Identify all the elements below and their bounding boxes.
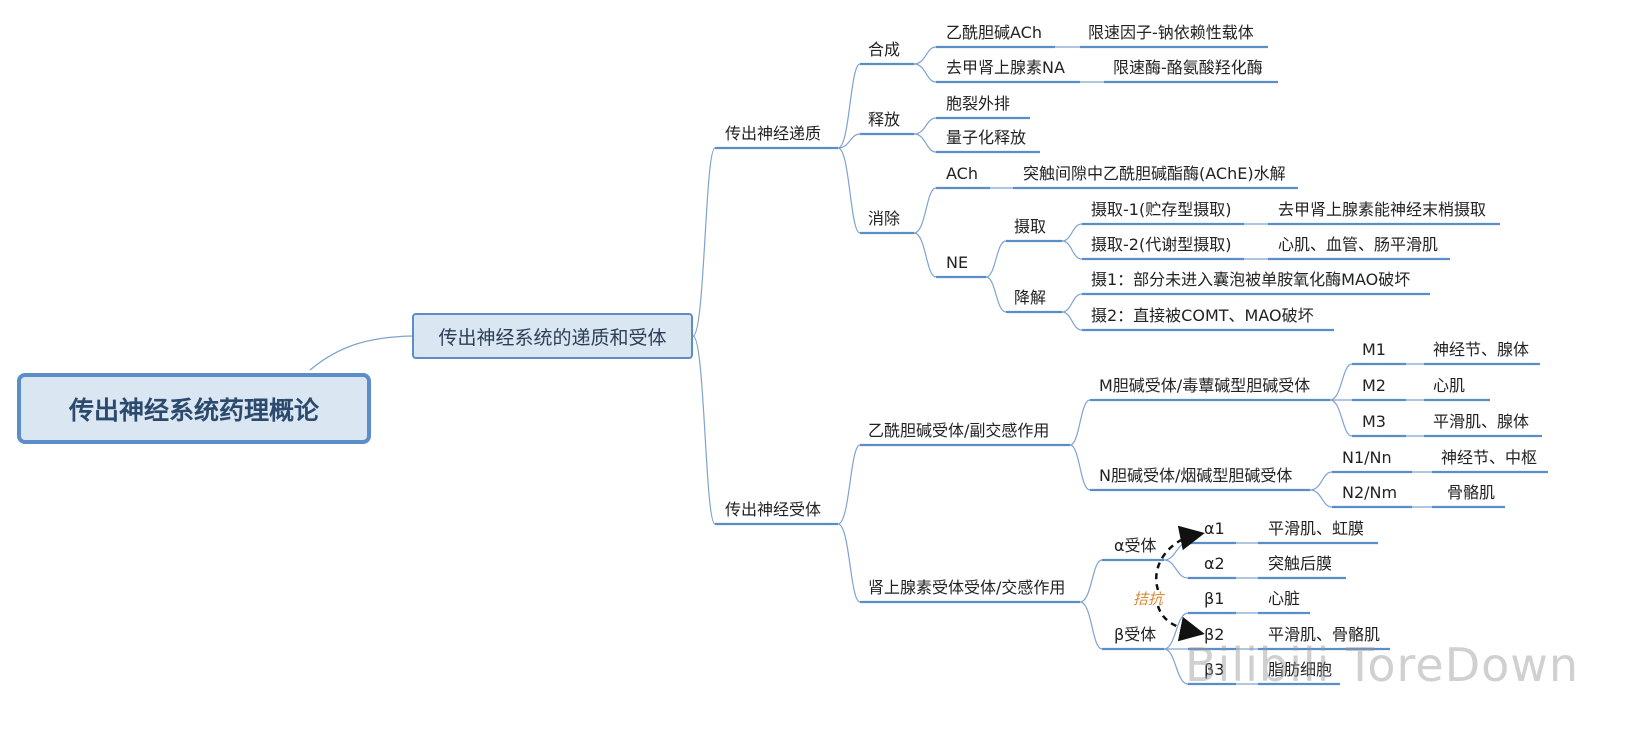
- node-uptake[interactable]: 摄取: [1014, 217, 1047, 236]
- antagonism-label: 拮抗: [1133, 590, 1164, 608]
- node-alpha1-desc[interactable]: 平滑肌、虹膜: [1268, 519, 1365, 538]
- node-degrade[interactable]: 降解: [1014, 288, 1047, 307]
- node-ach-receptor[interactable]: 乙酰胆碱受体/副交感作用: [868, 421, 1050, 440]
- node-ne[interactable]: NE: [946, 253, 969, 272]
- node-m3-desc[interactable]: 平滑肌、腺体: [1433, 412, 1530, 431]
- node-uptake-1-desc[interactable]: 去甲肾上腺素能神经末梢摄取: [1278, 200, 1487, 219]
- node-m2-desc[interactable]: 心肌: [1433, 376, 1466, 395]
- node-n2-desc[interactable]: 骨骼肌: [1447, 483, 1496, 502]
- node-ach-synthesis[interactable]: 乙酰胆碱ACh: [946, 23, 1042, 42]
- node-alpha1[interactable]: α1: [1204, 519, 1225, 538]
- node-alpha2-desc[interactable]: 突触后膜: [1268, 554, 1333, 573]
- node-m2[interactable]: M2: [1362, 376, 1386, 395]
- node-degrade-2[interactable]: 摄2：直接被COMT、MAO破坏: [1091, 306, 1314, 325]
- node-n-receptor[interactable]: N胆碱受体/烟碱型胆碱受体: [1099, 466, 1293, 485]
- root-topic-label: 传出神经系统药理概论: [68, 395, 319, 425]
- node-exocytosis[interactable]: 胞裂外排: [946, 94, 1011, 113]
- node-n2[interactable]: N2/Nm: [1342, 483, 1398, 502]
- node-ach-rate-factor[interactable]: 限速因子-钠依赖性载体: [1088, 23, 1254, 42]
- node-beta1[interactable]: β1: [1204, 589, 1225, 608]
- root-topic[interactable]: 传出神经系统药理概论: [17, 373, 371, 444]
- node-n1[interactable]: N1/Nn: [1342, 448, 1392, 467]
- node-m3[interactable]: M3: [1362, 412, 1386, 431]
- node-m1[interactable]: M1: [1362, 340, 1386, 359]
- node-release[interactable]: 释放: [868, 110, 901, 129]
- node-uptake-2-desc[interactable]: 心肌、血管、肠平滑肌: [1278, 235, 1439, 254]
- main-topic-label: 传出神经系统的递质和受体: [438, 326, 667, 349]
- main-topic[interactable]: 传出神经系统的递质和受体: [412, 313, 693, 359]
- node-alpha-receptor[interactable]: α受体: [1114, 536, 1157, 555]
- node-ach-elimination[interactable]: ACh: [946, 164, 978, 183]
- antagonism-arrow-down: [1156, 605, 1205, 642]
- node-quantal-release[interactable]: 量子化释放: [946, 128, 1027, 147]
- node-receptor[interactable]: 传出神经受体: [725, 500, 822, 519]
- node-transmitter[interactable]: 传出神经递质: [725, 124, 822, 143]
- node-adrenergic-receptor[interactable]: 肾上腺素受体受体/交感作用: [868, 578, 1066, 597]
- node-beta1-desc[interactable]: 心脏: [1268, 589, 1301, 608]
- node-ach-hydrolysis[interactable]: 突触间隙中乙酰胆碱酯酶(AChE)水解: [1023, 164, 1286, 183]
- node-elimination[interactable]: 消除: [868, 209, 901, 228]
- node-beta3[interactable]: β3: [1204, 660, 1225, 679]
- node-m1-desc[interactable]: 神经节、腺体: [1433, 340, 1530, 359]
- node-m-receptor[interactable]: M胆碱受体/毒蕈碱型胆碱受体: [1099, 376, 1311, 395]
- node-uptake-2[interactable]: 摄取-2(代谢型摄取): [1091, 235, 1232, 254]
- node-uptake-1[interactable]: 摄取-1(贮存型摄取): [1091, 200, 1232, 219]
- node-alpha2[interactable]: α2: [1204, 554, 1225, 573]
- node-beta2-desc[interactable]: 平滑肌、骨骼肌: [1268, 625, 1381, 644]
- node-beta3-desc[interactable]: 脂肪细胞: [1268, 660, 1333, 679]
- node-na-rate-enzyme[interactable]: 限速酶-酪氨酸羟化酶: [1113, 58, 1263, 77]
- antagonism-arrow-up: [1155, 525, 1205, 591]
- node-degrade-1[interactable]: 摄1：部分未进入囊泡被单胺氧化酶MAO破坏: [1091, 270, 1411, 289]
- node-beta-receptor[interactable]: β受体: [1114, 625, 1157, 644]
- node-na-synthesis[interactable]: 去甲肾上腺素NA: [946, 58, 1065, 77]
- node-beta2[interactable]: β2: [1204, 625, 1225, 644]
- node-synthesis[interactable]: 合成: [868, 40, 901, 59]
- watermark: Bilibili ToreDown: [1185, 638, 1580, 692]
- node-n1-desc[interactable]: 神经节、中枢: [1441, 448, 1538, 467]
